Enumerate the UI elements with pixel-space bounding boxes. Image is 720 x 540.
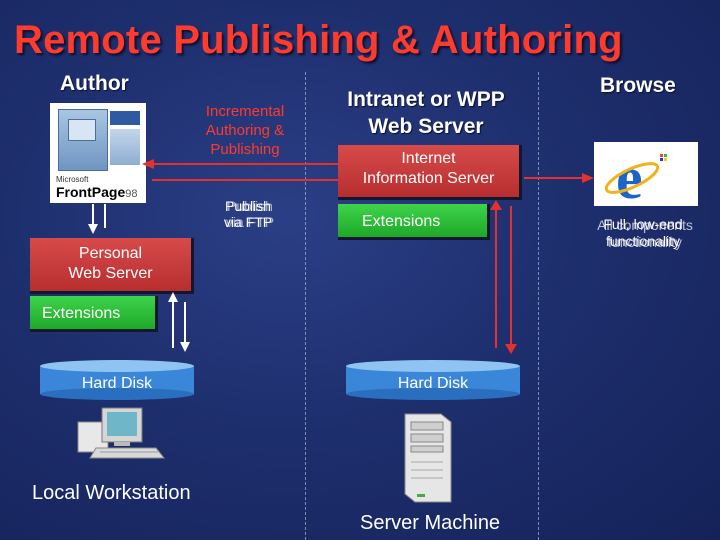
tower-server-icon bbox=[404, 413, 452, 503]
server-hard-disk bbox=[346, 360, 520, 400]
internet-explorer-icon: e bbox=[594, 142, 698, 211]
local-hard-disk-label: Hard Disk bbox=[81, 375, 153, 392]
server-machine-footer: Server Machine bbox=[360, 512, 501, 534]
ftp-connector-1 bbox=[172, 302, 174, 348]
functionality-labels: Full, low-end functionality All componen… bbox=[570, 216, 716, 276]
server-extensions-box: Extensions bbox=[338, 204, 490, 240]
browse-heading: Browse bbox=[600, 74, 676, 97]
fp-pws-connector-2 bbox=[104, 204, 106, 228]
desktop-computer-icon bbox=[77, 407, 166, 459]
local-workstation-footer: Local Workstation bbox=[32, 482, 191, 504]
local-extensions-box: Extensions bbox=[30, 296, 158, 332]
server-heading: Intranet or WPP Web Server bbox=[347, 88, 505, 138]
svg-text:e: e bbox=[616, 145, 643, 206]
frontpage-version: 98 bbox=[125, 188, 138, 200]
authoring-arrow bbox=[142, 159, 352, 185]
divider-left bbox=[305, 72, 306, 540]
publish-ftp-label: Publish via FTP Publish via FTP bbox=[223, 198, 275, 230]
divider-right bbox=[538, 72, 539, 540]
fp-pws-connector-1 bbox=[92, 204, 94, 228]
full-functionality-label: Full, low-end functionality bbox=[603, 216, 683, 249]
diagram-title: Remote Publishing & Authoring bbox=[14, 18, 623, 62]
fp-pws-arrowheads bbox=[88, 224, 98, 234]
ftp-connector-2 bbox=[184, 302, 186, 348]
all-components-label: All components functionality bbox=[597, 217, 693, 250]
local-hard-disk bbox=[40, 360, 194, 400]
frontpage-name: FrontPage bbox=[56, 184, 126, 200]
iis-box: Internet Information Server bbox=[338, 145, 522, 200]
server-hard-disk-label: Hard Disk bbox=[397, 375, 469, 392]
ftp-arrowheads bbox=[168, 292, 190, 352]
server-red-arrowheads bbox=[490, 200, 517, 354]
browse-arrow bbox=[524, 173, 594, 183]
author-heading: Author bbox=[60, 72, 129, 95]
frontpage-box-icon: Microsoft FrontPage98 bbox=[50, 103, 146, 203]
personal-web-server-box: Personal Web Server bbox=[30, 238, 194, 294]
server-red-connector-1 bbox=[495, 206, 497, 348]
server-red-connector-2 bbox=[510, 206, 512, 348]
incremental-authoring-label: Incremental Authoring & Publishing bbox=[205, 103, 285, 158]
